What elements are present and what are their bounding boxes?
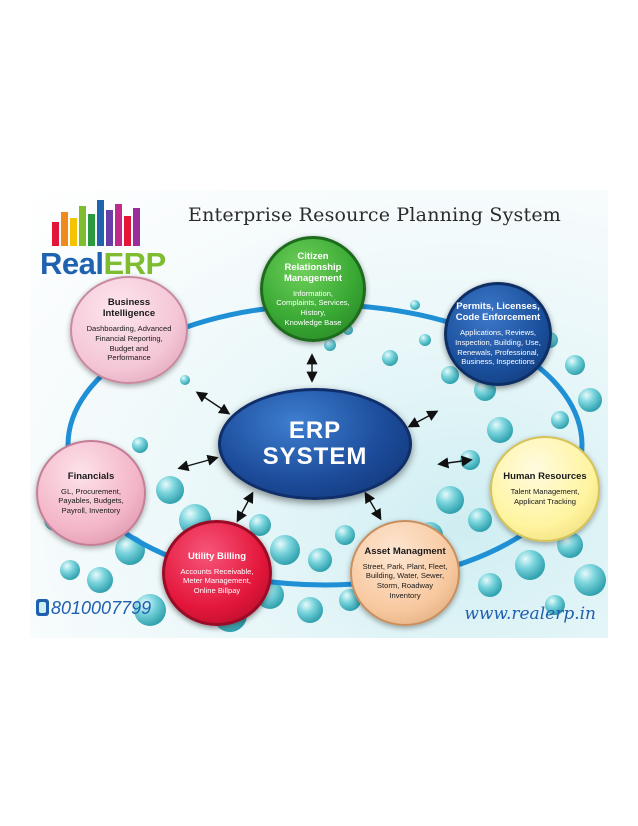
node-desc-line: Dashboarding, Advanced: [86, 324, 172, 334]
node-desc-line: Applications, Reviews,: [460, 328, 536, 338]
hub-line: SYSTEM: [262, 443, 368, 470]
node-title-line: Citizen: [297, 250, 329, 262]
node-title: Business Intelligence: [103, 297, 155, 319]
node-desc-line: Accounts Receivable,: [180, 566, 254, 576]
node-citizen-relationship-management: Citizen Relationship Management Informat…: [260, 236, 366, 342]
node-description: Information, Complaints, Services, Histo…: [276, 289, 349, 327]
contact-website: www.realerp.in: [464, 604, 596, 624]
node-desc-line: Online Billpay: [193, 585, 241, 595]
node-title-line: Asset Managment: [364, 545, 446, 557]
logo-erp-text: ERP: [103, 246, 166, 281]
node-title: Citizen Relationship Management: [284, 251, 342, 284]
node-title-line: Utility Billing: [187, 550, 247, 562]
node-description: Dashboarding, Advanced Financial Reporti…: [87, 324, 172, 362]
node-desc-line: Payroll, Inventory: [61, 505, 121, 515]
logo-wordmark: RealERP: [40, 246, 166, 282]
realerp-logo: RealERP: [36, 196, 186, 282]
node-desc-line: Performance: [107, 353, 151, 363]
node-desc-line: Complaints, Services,: [276, 298, 350, 308]
node-permits-licenses: Permits, Licenses, Code Enforcement Appl…: [444, 282, 552, 386]
node-desc-line: Building, Water, Sewer,: [365, 571, 445, 581]
erp-system-hub: ERP SYSTEM: [218, 388, 412, 500]
node-desc-line: Financial Reporting,: [95, 333, 163, 343]
node-description: Street, Park, Plant, Fleet, Building, Wa…: [363, 562, 448, 600]
node-financials: Financials GL, Procurement, Payables, Bu…: [36, 440, 146, 546]
node-title: Human Resources: [503, 471, 586, 482]
node-title: Asset Managment: [364, 546, 445, 557]
node-business-intelligence: Business Intelligence Dashboarding, Adva…: [70, 276, 188, 384]
node-title-line: Management: [283, 272, 343, 284]
node-title-line: Relationship: [284, 261, 342, 273]
hub-line: ERP: [288, 417, 342, 444]
node-desc-line: Business, Inspections: [461, 357, 535, 367]
node-desc-line: Renewals, Professional,: [457, 347, 539, 357]
node-title: Permits, Licenses, Code Enforcement: [456, 301, 540, 323]
node-title-line: Human Resources: [503, 471, 587, 483]
node-title-line: Intelligence: [102, 308, 156, 320]
logo-bars-icon: [52, 200, 140, 246]
node-title-line: Code Enforcement: [455, 312, 541, 324]
contact-phone: 8010007799: [36, 598, 151, 619]
node-description: Accounts Receivable, Meter Management, O…: [180, 567, 253, 596]
node-desc-line: Payables, Budgets,: [58, 496, 124, 506]
node-title-line: Permits, Licenses,: [456, 301, 540, 313]
node-title-line: Financials: [67, 470, 115, 482]
erp-diagram-panel: RealERP Enterprise Resource Planning Sys…: [30, 190, 608, 638]
node-desc-line: Information,: [292, 288, 334, 298]
node-description: Talent Management, Applicant Tracking: [511, 487, 580, 506]
phone-number: 8010007799: [51, 598, 152, 618]
node-desc-line: Inventory: [389, 590, 421, 600]
node-description: Applications, Reviews, Inspection, Build…: [455, 328, 541, 366]
node-desc-line: Applicant Tracking: [513, 497, 577, 506]
node-desc-line: Inspection, Building, Use,: [455, 337, 541, 347]
node-title: Utility Billing: [188, 551, 246, 562]
node-desc-line: History,: [300, 308, 326, 317]
node-desc-line: GL, Procurement,: [61, 486, 121, 496]
node-description: GL, Procurement, Payables, Budgets, Payr…: [58, 487, 123, 516]
node-utility-billing: Utility Billing Accounts Receivable, Met…: [162, 520, 272, 626]
node-desc-line: Street, Park, Plant, Fleet,: [362, 561, 448, 571]
phone-icon: [36, 599, 49, 616]
node-title-line: Business: [107, 297, 151, 309]
node-asset-management: Asset Managment Street, Park, Plant, Fle…: [350, 520, 460, 626]
diagram-title: Enterprise Resource Planning System: [188, 204, 561, 226]
node-desc-line: Storm, Roadway: [376, 581, 434, 590]
logo-real-text: Real: [40, 246, 104, 281]
node-desc-line: Meter Management,: [183, 576, 251, 586]
node-desc-line: Talent Management,: [510, 487, 580, 497]
node-desc-line: Budget and: [109, 343, 149, 353]
connector-arrows: [177, 353, 473, 523]
node-title: Financials: [68, 471, 114, 482]
node-human-resources: Human Resources Talent Management, Appli…: [490, 436, 600, 542]
node-desc-line: Knowledge Base: [284, 317, 342, 327]
